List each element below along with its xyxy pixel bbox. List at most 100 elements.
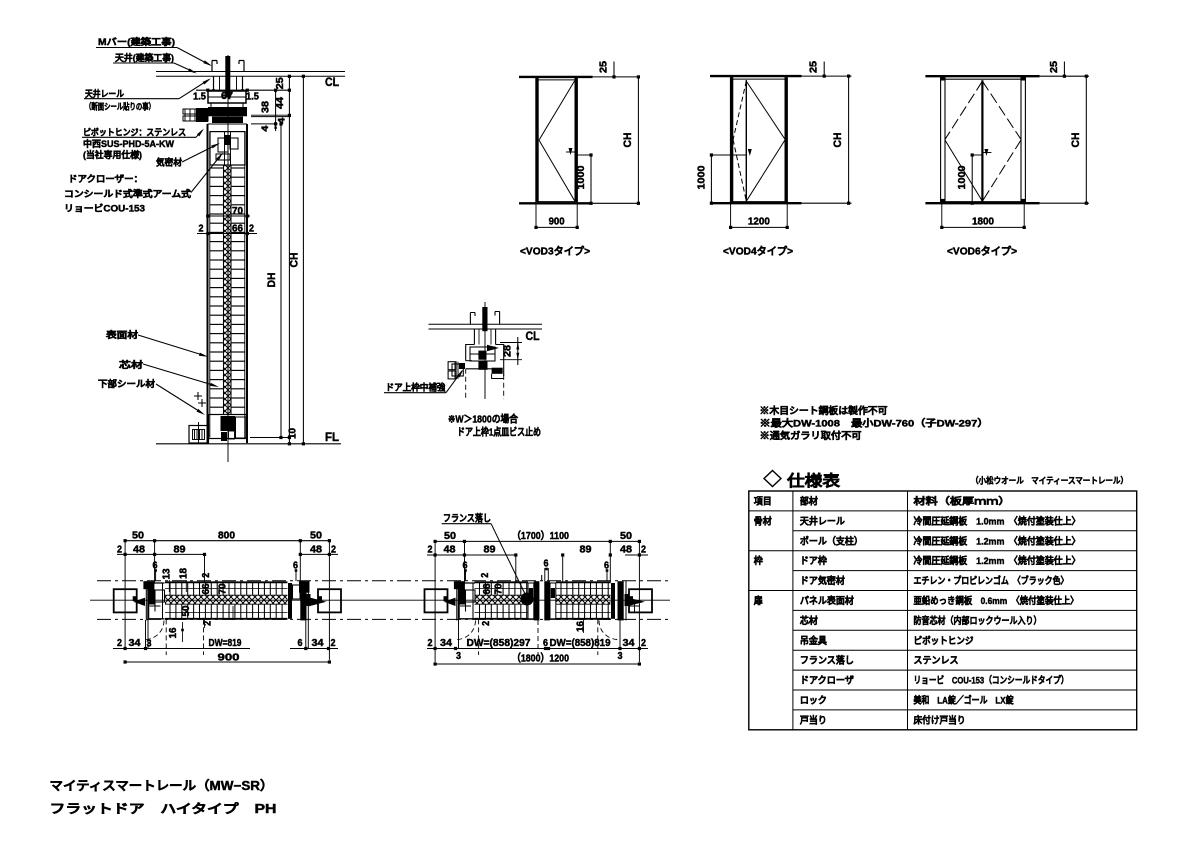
- svg-text:（1700）1100: （1700）1100: [512, 529, 569, 542]
- svg-text:リョービ COU-153（コンシールドタイプ）: リョービ COU-153（コンシールドタイプ）: [914, 675, 1069, 687]
- svg-text:DW=819: DW=819: [209, 637, 242, 649]
- svg-text:89: 89: [174, 544, 186, 555]
- svg-text:28: 28: [503, 345, 514, 357]
- svg-text:項目: 項目: [754, 496, 772, 507]
- svg-text:床付け戸当り: 床付け戸当り: [914, 714, 966, 726]
- svg-text:25: 25: [275, 77, 286, 89]
- svg-text:ドア上枠1点皿ビス止め: ドア上枠1点皿ビス止め: [457, 426, 541, 439]
- svg-text:67: 67: [221, 91, 233, 102]
- svg-text:2: 2: [641, 545, 646, 556]
- svg-text:6: 6: [604, 561, 609, 572]
- svg-text:フラットドア ハイタイプ PH: フラットドア ハイタイプ PH: [50, 801, 277, 816]
- svg-text:13: 13: [161, 568, 172, 579]
- svg-text:冷間圧延鋼板 1.2mm 〈焼付塗装仕上〉: 冷間圧延鋼板 1.2mm 〈焼付塗装仕上〉: [914, 535, 1081, 547]
- svg-text:CL: CL: [325, 75, 339, 89]
- svg-text:コンシールド式準式アーム式: コンシールド式準式アーム式: [64, 188, 191, 199]
- svg-text:DW=(858)819: DW=(858)819: [550, 637, 611, 649]
- svg-text:DW=(858)297: DW=(858)297: [467, 637, 531, 649]
- svg-text:ドアクローザ: ドアクローザ: [800, 676, 854, 687]
- svg-text:34: 34: [312, 638, 324, 649]
- svg-text:6: 6: [298, 638, 303, 649]
- svg-text:気密材: 気密材: [156, 157, 182, 168]
- svg-text:66: 66: [232, 224, 243, 235]
- svg-text:2: 2: [117, 638, 122, 649]
- svg-text:※木目シート鋼板は製作不可: ※木目シート鋼板は製作不可: [760, 405, 889, 417]
- svg-text:DH: DH: [266, 272, 278, 287]
- svg-text:冷間圧延鋼板 1.0mm 〈焼付塗装仕上〉: 冷間圧延鋼板 1.0mm 〈焼付塗装仕上〉: [914, 515, 1081, 527]
- svg-text:天井(建築工事): 天井(建築工事): [115, 52, 174, 63]
- svg-text:900: 900: [549, 215, 565, 227]
- svg-text:防音芯材（内部ロックウール入り）: 防音芯材（内部ロックウール入り）: [914, 615, 1042, 627]
- svg-text:70: 70: [494, 583, 505, 594]
- svg-text:フランス落し: フランス落し: [800, 655, 854, 667]
- svg-text:66: 66: [201, 583, 212, 594]
- svg-text:44: 44: [275, 97, 286, 109]
- svg-text:70: 70: [217, 583, 228, 594]
- svg-text:2: 2: [428, 545, 433, 556]
- svg-text:25: 25: [809, 61, 820, 73]
- svg-text:10: 10: [288, 428, 299, 439]
- svg-text:ステンレス: ステンレス: [914, 656, 959, 667]
- svg-text:25: 25: [1049, 61, 1060, 73]
- svg-text:下部シール材: 下部シール材: [98, 378, 155, 389]
- svg-text:34: 34: [129, 638, 141, 649]
- svg-text:25: 25: [599, 61, 610, 73]
- svg-text:ドア枠: ドア枠: [800, 555, 827, 567]
- svg-text:（小松ウオール マイティースマートレール）: （小松ウオール マイティースマートレール）: [971, 476, 1128, 486]
- svg-text:48: 48: [620, 545, 632, 556]
- svg-text:6: 6: [293, 561, 298, 572]
- svg-text:ロック: ロック: [800, 695, 827, 706]
- svg-text:中西SUS-PHD-5A-KW: 中西SUS-PHD-5A-KW: [83, 138, 175, 149]
- svg-text:冷間圧延鋼板 1.2mm 〈焼付塗装仕上〉: 冷間圧延鋼板 1.2mm 〈焼付塗装仕上〉: [914, 555, 1081, 567]
- svg-text:50: 50: [310, 531, 322, 542]
- svg-text:マイティスマートレール（MW−SR）: マイティスマートレール（MW−SR）: [50, 778, 274, 793]
- svg-text:16: 16: [576, 621, 587, 632]
- svg-text:吊金具: 吊金具: [800, 635, 827, 647]
- svg-text:6: 6: [153, 561, 158, 572]
- svg-text:89: 89: [580, 545, 592, 556]
- svg-text:50: 50: [620, 531, 632, 542]
- svg-text:1000: 1000: [576, 165, 587, 189]
- svg-text:2: 2: [117, 544, 122, 555]
- svg-text:89: 89: [484, 545, 496, 556]
- svg-text:1000: 1000: [696, 165, 707, 189]
- svg-text:4: 4: [260, 126, 270, 132]
- svg-text:エチレン・プロピレンゴム 〈ブラック色〉: エチレン・プロピレンゴム 〈ブラック色〉: [914, 575, 1069, 587]
- svg-text:1200: 1200: [748, 215, 770, 227]
- svg-text:2: 2: [199, 224, 204, 235]
- svg-text:1800: 1800: [972, 215, 994, 227]
- svg-text:1.5: 1.5: [246, 92, 259, 103]
- svg-text:1000: 1000: [957, 165, 968, 189]
- svg-text:CH: CH: [832, 132, 844, 147]
- svg-text:部材: 部材: [800, 495, 818, 507]
- svg-text:34: 34: [440, 638, 452, 649]
- svg-text:※通気ガラリ取付不可: ※通気ガラリ取付不可: [760, 430, 863, 442]
- svg-text:戸当り: 戸当り: [800, 714, 827, 726]
- svg-text:4: 4: [277, 118, 287, 124]
- svg-text:表面材: 表面材: [105, 329, 138, 340]
- svg-text:<VOD6タイプ>: <VOD6タイプ>: [947, 245, 1017, 258]
- svg-text:美和 LA錠／ゴール LX錠: 美和 LA錠／ゴール LX錠: [913, 694, 1014, 706]
- svg-text:900: 900: [218, 652, 240, 664]
- svg-text:16: 16: [168, 627, 179, 638]
- svg-text:48: 48: [310, 544, 322, 555]
- svg-text:Mバー(建築工事): Mバー(建築工事): [98, 36, 175, 47]
- svg-text:3: 3: [456, 651, 461, 662]
- svg-text:芯材: 芯材: [800, 615, 818, 627]
- svg-text:リョービCOU-153: リョービCOU-153: [64, 203, 145, 214]
- svg-text:材料（板厚ｍｍ）: 材料（板厚ｍｍ）: [912, 495, 1010, 507]
- svg-text:天井レール: 天井レール: [800, 515, 845, 527]
- svg-text:ドア気密材: ドア気密材: [800, 575, 845, 587]
- svg-text:6: 6: [544, 559, 549, 570]
- svg-text:48: 48: [133, 544, 145, 555]
- svg-text:2: 2: [480, 572, 491, 577]
- svg-text:50: 50: [132, 531, 144, 542]
- svg-text:(当社専用仕様): (当社専用仕様): [83, 149, 142, 160]
- svg-text:34: 34: [623, 638, 635, 649]
- svg-text:※W＞1800の場合: ※W＞1800の場合: [448, 413, 519, 426]
- svg-text:FL: FL: [325, 430, 339, 444]
- svg-text:仕様表: 仕様表: [786, 471, 841, 490]
- svg-text:CH: CH: [622, 132, 634, 147]
- svg-text:2: 2: [249, 224, 254, 235]
- svg-text:<VOD4タイプ>: <VOD4タイプ>: [723, 245, 793, 258]
